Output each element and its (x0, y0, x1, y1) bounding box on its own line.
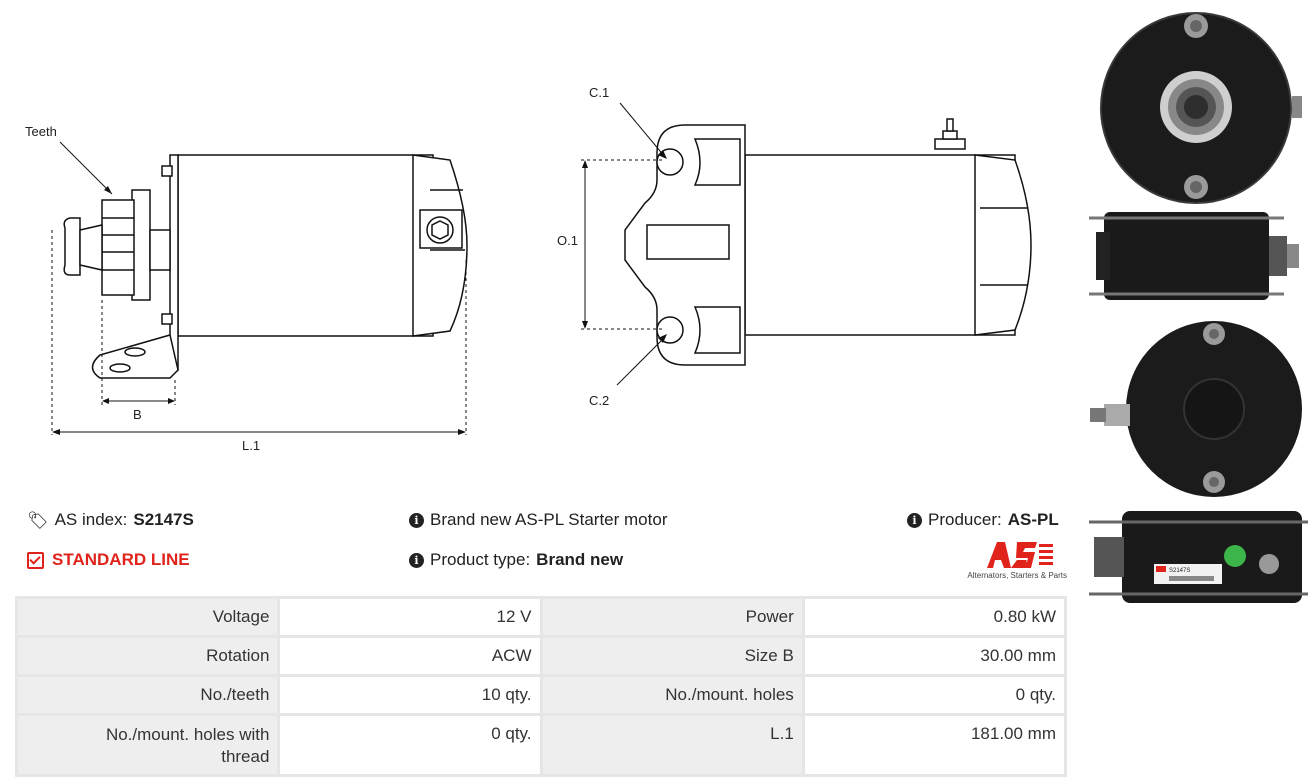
spec-label: No./teeth (14, 674, 281, 716)
c1-label: C.1 (589, 85, 609, 100)
spec-label: No./mount. holes (539, 674, 805, 716)
teeth-label: Teeth (25, 124, 57, 139)
standard-line-text: STANDARD LINE (52, 550, 190, 569)
info-icon: i (409, 512, 424, 528)
b-dimension-label: B (133, 407, 142, 422)
spec-label: Rotation (14, 635, 281, 677)
l1-dimension-label: L.1 (242, 438, 260, 453)
logo-tagline: Alternators, Starters & Parts (967, 571, 1067, 580)
photo-labelled-view: S2147S (1089, 511, 1308, 603)
producer-label: Producer: (928, 510, 1002, 529)
spec-label: L.1 (539, 713, 805, 777)
checkbox-icon (27, 551, 44, 569)
standard-line-badge: STANDARD LINE (27, 550, 190, 570)
photo-rear-view (1090, 321, 1302, 497)
side-view-drawing: Teeth B L.1 (25, 124, 468, 453)
spec-label: No./mount. holes with thread (14, 713, 281, 777)
product-photos: S2147S (1089, 12, 1308, 603)
producer-value: AS-PL (1007, 510, 1059, 529)
tags-icon: 🏷 (27, 510, 49, 530)
as-logo-mark (987, 542, 1053, 568)
info-icon: i (907, 512, 922, 528)
product-type: i Product type: Brand new (409, 550, 623, 570)
info-icon: i (409, 552, 424, 568)
product-type-value: Brand new (536, 550, 624, 569)
c2-label: C.2 (589, 393, 609, 408)
product-description: i Brand new AS-PL Starter motor (409, 510, 667, 530)
description-text: Brand new AS-PL Starter motor (430, 510, 668, 529)
as-index-label: AS index: (54, 510, 128, 529)
table-row: Rotation ACW Size B 30.00 mm (14, 635, 1068, 677)
spec-value: 30.00 mm (801, 635, 1068, 677)
product-type-label: Product type: (430, 550, 531, 569)
spec-value: 0 qty. (277, 713, 543, 777)
as-index-value: S2147S (133, 510, 194, 529)
spec-label: Power (539, 596, 805, 638)
spec-value: ACW (277, 635, 543, 677)
as-index: 🏷 AS index: S2147S (27, 510, 194, 530)
spec-value: 10 qty. (277, 674, 543, 716)
specs-table: Voltage 12 V Power 0.80 kW Rotation ACW … (14, 596, 1068, 777)
flange-view-drawing: O.1 C.1 C.2 (557, 85, 1032, 408)
spec-label: Voltage (14, 596, 281, 638)
table-row: No./teeth 10 qty. No./mount. holes 0 qty… (14, 674, 1068, 716)
o1-dimension-label: O.1 (557, 233, 578, 248)
producer: i Producer: AS-PL (907, 510, 1059, 530)
spec-label: Size B (539, 635, 805, 677)
spec-value: 12 V (277, 596, 543, 638)
table-row: Voltage 12 V Power 0.80 kW (14, 596, 1068, 638)
table-row: No./mount. holes with thread 0 qty. L.1 … (14, 713, 1068, 777)
photo-side-view (1089, 212, 1299, 300)
spec-value: 181.00 mm (801, 713, 1068, 777)
photo-front-view (1100, 12, 1302, 204)
spec-value: 0.80 kW (801, 596, 1068, 638)
spec-value: 0 qty. (801, 674, 1068, 716)
as-pl-logo: Alternators, Starters & Parts (965, 540, 1067, 582)
photo-label-text: S2147S (1169, 568, 1190, 574)
